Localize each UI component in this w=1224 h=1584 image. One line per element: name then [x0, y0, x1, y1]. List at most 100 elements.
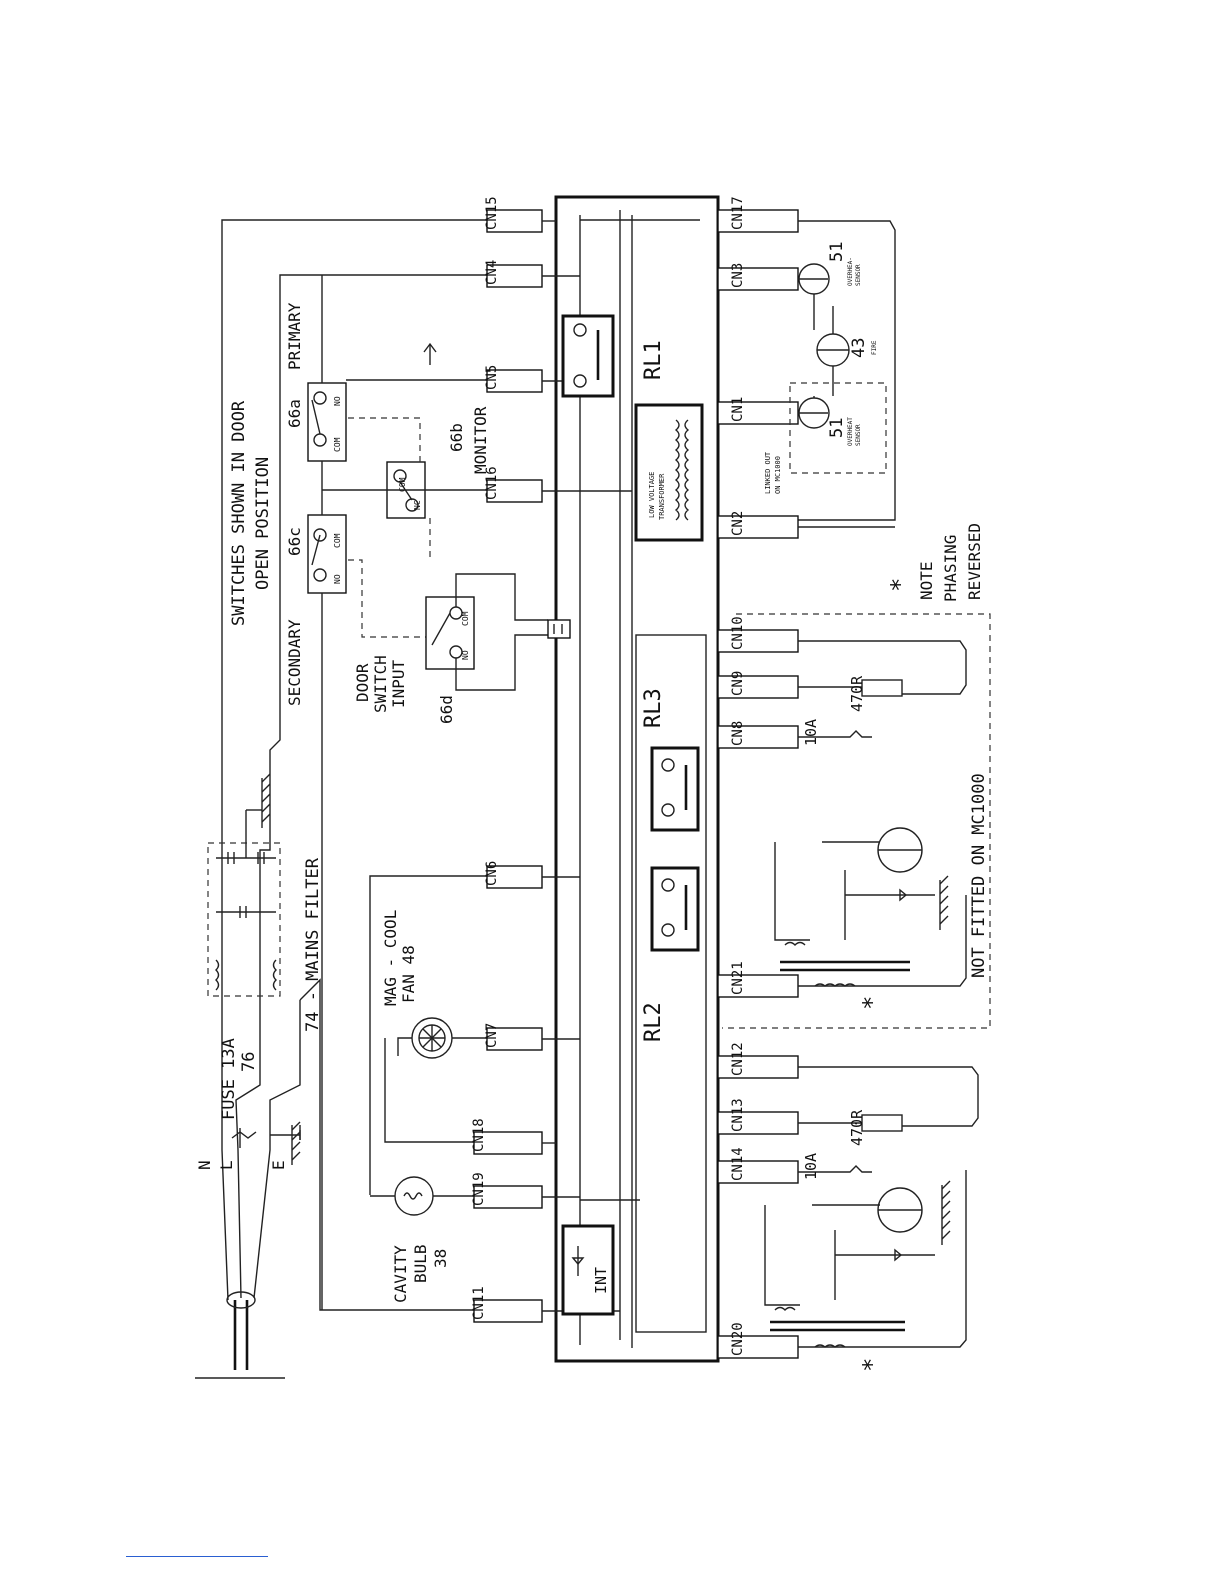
svg-text:470R: 470R: [848, 1109, 866, 1146]
label-door-1: DOOR: [353, 663, 372, 702]
svg-text:CN18: CN18: [471, 1118, 487, 1152]
svg-text:NO: NO: [333, 574, 342, 584]
label-66b: 66b: [447, 423, 466, 452]
svg-text:CN3: CN3: [730, 263, 746, 288]
label-door-2: SWITCH: [371, 655, 390, 713]
relay-zone: [635, 634, 707, 1333]
label-rl3: RL3: [641, 688, 666, 728]
connector-cn6: CN6: [484, 861, 580, 889]
label-mag-2: FAN 48: [399, 945, 418, 1003]
connector-cn19: CN19: [471, 1172, 580, 1209]
svg-text:CN8: CN8: [730, 721, 746, 746]
choke-1: [814, 983, 856, 987]
label-switches-1: SWITCHES SHOWN IN DOOR: [229, 400, 249, 626]
fire-sensor-43: [816, 306, 850, 396]
label-rl1: RL1: [641, 340, 666, 380]
linked-out-box: [789, 382, 887, 474]
svg-text:OVERHEA-: OVERHEA-: [847, 257, 854, 286]
switch-66c: COM NO: [307, 514, 347, 594]
label-primary: PRIMARY: [285, 302, 304, 370]
svg-text:ON MC1000: ON MC1000: [774, 456, 782, 494]
svg-text:10A: 10A: [802, 719, 820, 746]
svg-text:CN2: CN2: [730, 511, 746, 536]
svg-text:CN13: CN13: [730, 1098, 746, 1132]
svg-text:CN19: CN19: [471, 1172, 487, 1206]
mains-cable: [221, 219, 488, 1370]
resistor-470r-1: [861, 679, 903, 697]
label-e: E: [269, 1160, 288, 1170]
svg-text:FIRE: FIRE: [871, 340, 878, 355]
label-fuse: FUSE 13A: [219, 1038, 239, 1120]
connector-cn14: CN14: [717, 1147, 840, 1184]
connector-cn13: CN13: [717, 1098, 862, 1135]
label-66c: 66c: [285, 527, 304, 556]
magnetron-circuit-1: [774, 827, 949, 972]
svg-text:CN17: CN17: [730, 196, 746, 230]
label-phasing: PHASING: [941, 535, 960, 602]
connector-cn1: CN1: [717, 397, 800, 425]
overheat-sensor-top: [798, 263, 830, 330]
svg-text:NO: NO: [333, 396, 342, 406]
svg-text:CN12: CN12: [730, 1042, 746, 1076]
label-monitor: MONITOR: [471, 406, 490, 474]
door-switch-66d: COM NO: [425, 573, 571, 691]
asterisk-1: *: [858, 996, 886, 1010]
connector-cn17: CN17: [717, 196, 896, 521]
label-mag-1: MAG - COOL: [381, 910, 400, 1006]
svg-text:CN1: CN1: [730, 397, 746, 422]
fan-icon: [397, 1017, 453, 1059]
svg-text:CN5: CN5: [484, 365, 500, 390]
connector-cn8: CN8: [717, 721, 840, 749]
label-cavity-2: BULB: [411, 1244, 430, 1283]
relay-rl1: [561, 314, 615, 398]
connector-cn7: CN7: [484, 1023, 580, 1051]
svg-text:NC: NC: [413, 500, 422, 510]
label-66d: 66d: [437, 695, 456, 724]
label-51-top: 51: [827, 242, 847, 262]
footer-link-underline[interactable]: [126, 1556, 268, 1557]
switch-66a: NO COM: [307, 382, 347, 462]
svg-text:CN21: CN21: [730, 961, 746, 995]
svg-text:SENSOR: SENSOR: [855, 424, 862, 446]
svg-text:OVERHEAT: OVERHEAT: [847, 417, 854, 446]
label-cavity-1: CAVITY: [391, 1245, 410, 1303]
svg-text:10A: 10A: [802, 1153, 820, 1180]
label-note: NOTE: [917, 561, 936, 600]
label-n: N: [195, 1160, 214, 1170]
label-door-3: INPUT: [389, 659, 408, 708]
relay-rl3: [650, 746, 700, 832]
connector-cn20: CN20: [717, 1170, 967, 1359]
label-secondary: SECONDARY: [285, 619, 304, 706]
not-fitted-box: [722, 613, 991, 1029]
connector-cn16: CN16: [484, 466, 632, 503]
label-43: 43: [849, 338, 869, 358]
earth-symbol-1: [261, 773, 271, 828]
svg-text:COM: COM: [333, 437, 342, 452]
label-mains-filter: 74 - MAINS FILTER: [303, 857, 323, 1032]
svg-text:LOW VOLTAGE: LOW VOLTAGE: [648, 472, 656, 518]
connector-cn5: CN5: [484, 365, 580, 393]
label-rl2: RL2: [641, 1002, 666, 1042]
svg-text:CN4: CN4: [484, 260, 500, 285]
connector-cn2: CN2: [717, 511, 895, 539]
svg-text:NO: NO: [461, 650, 470, 660]
svg-text:CN6: CN6: [484, 861, 500, 886]
svg-text:CN14: CN14: [730, 1147, 746, 1181]
svg-text:COM: COM: [333, 533, 342, 548]
earth-symbol-2: [291, 1121, 301, 1165]
svg-text:TRANSFORMER: TRANSFORMER: [658, 473, 666, 520]
interlock-int: INT: [561, 1224, 615, 1316]
label-reversed: REVERSED: [965, 523, 984, 600]
svg-text:SENSOR: SENSOR: [855, 264, 862, 286]
magnetron-circuit-2: [764, 1180, 951, 1332]
fuse-10a-1: [840, 730, 872, 738]
label-not-fitted: NOT FITTED ON MC1000: [969, 773, 989, 978]
asterisk-note: *: [886, 578, 914, 592]
label-l: L: [217, 1160, 236, 1170]
svg-text:INT: INT: [592, 1267, 610, 1294]
svg-text:CN20: CN20: [730, 1322, 746, 1356]
svg-text:CN7: CN7: [484, 1023, 500, 1048]
svg-text:LINKED OUT: LINKED OUT: [764, 451, 772, 494]
svg-text:470R: 470R: [848, 675, 866, 712]
low-voltage-transformer: LOW VOLTAGE TRANSFORMER: [634, 403, 704, 542]
